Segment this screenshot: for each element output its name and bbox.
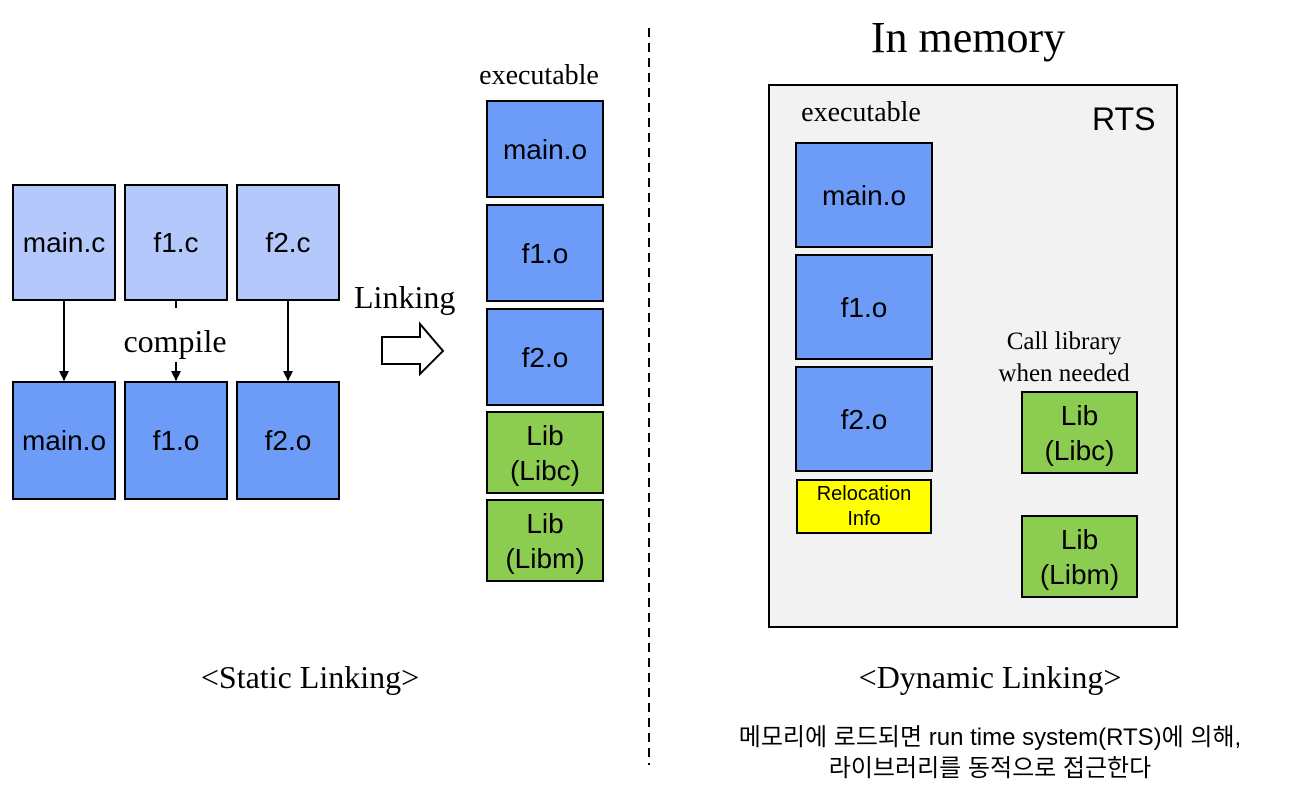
source-file-f2: f2.c — [236, 184, 340, 301]
linking-arrow-icon — [381, 321, 445, 377]
dynamic-lib-libc: Lib (Libc) — [1021, 391, 1138, 474]
dynamic-exec-f2-o: f2.o — [795, 366, 933, 472]
static-executable-label: executable — [479, 60, 599, 91]
object-file-main: main.o — [12, 381, 116, 500]
dynamic-executable-label: executable — [801, 97, 921, 128]
static-exec-main-o: main.o — [486, 100, 604, 198]
static-exec-f2-o: f2.o — [486, 308, 604, 406]
korean-description: 메모리에 로드되면 run time system(RTS)에 의해, 라이브러… — [738, 724, 1242, 782]
dynamic-lib-libm: Lib (Libm) — [1021, 515, 1138, 598]
static-lib-libc: Lib (Libc) — [486, 411, 604, 494]
call-library-note: Call library when needed — [998, 328, 1130, 387]
rts-label: RTS — [1092, 101, 1156, 137]
dynamic-exec-main-o: main.o — [795, 142, 933, 248]
object-file-f1: f1.o — [124, 381, 228, 500]
object-file-f2: f2.o — [236, 381, 340, 500]
linking-label: Linking — [354, 279, 456, 315]
dynamic-linking-caption: <Dynamic Linking> — [858, 659, 1122, 695]
source-file-f1: f1.c — [124, 184, 228, 301]
static-exec-f1-o: f1.o — [486, 204, 604, 302]
static-lib-libm: Lib (Libm) — [486, 499, 604, 582]
in-memory-title: In memory — [870, 13, 1066, 62]
relocation-info: Relocation Info — [796, 479, 932, 534]
compile-label: compile — [123, 323, 227, 359]
source-file-main: main.c — [12, 184, 116, 301]
static-linking-caption: <Static Linking> — [200, 659, 420, 695]
dynamic-exec-f1-o: f1.o — [795, 254, 933, 360]
